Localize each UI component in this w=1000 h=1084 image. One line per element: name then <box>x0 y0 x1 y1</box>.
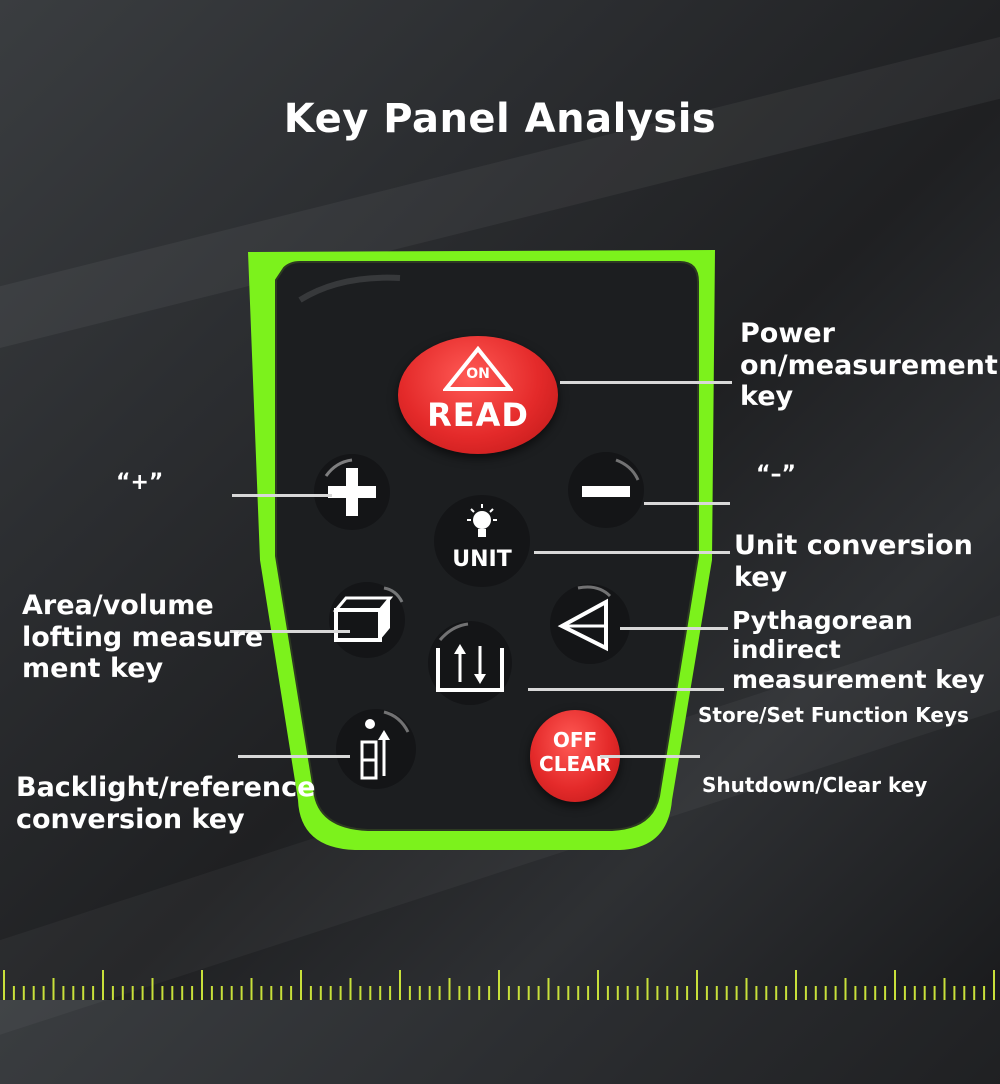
leader-power <box>560 381 732 384</box>
clear-label: CLEAR <box>539 752 611 776</box>
minus-icon[interactable] <box>566 450 646 530</box>
leader-minus <box>644 502 730 505</box>
leader-pythagorean <box>620 627 728 630</box>
leader-shutdown <box>600 755 700 758</box>
read-label: READ <box>427 396 529 434</box>
page-title: Key Panel Analysis <box>283 96 717 142</box>
off-label: OFF <box>552 728 598 752</box>
ruler-scale <box>3 970 995 1000</box>
leader-unit <box>534 551 730 554</box>
backlight-reference-icon[interactable] <box>334 704 418 794</box>
unit-key-label: UNIT <box>452 547 512 572</box>
label-pythagorean: Pythagorean indirect measurement key <box>732 606 985 694</box>
pythagorean-icon[interactable] <box>548 582 632 666</box>
label-unit: Unit conversion key <box>734 530 973 593</box>
label-store: Store/Set Function Keys <box>698 703 969 727</box>
bulb-icon <box>467 504 497 537</box>
leader-store <box>528 688 724 691</box>
label-area: Area/volume lofting measure ment key <box>22 590 264 685</box>
on-label: ON <box>466 366 490 382</box>
label-power: Power on/measurement key <box>740 318 998 413</box>
label-minus: “–” <box>756 462 796 487</box>
on-read-button[interactable]: ON READ <box>398 336 558 454</box>
leader-plus <box>232 494 332 497</box>
store-set-icon[interactable] <box>422 618 518 708</box>
plus-icon[interactable] <box>312 452 392 532</box>
triangle-icon <box>443 346 513 391</box>
leader-backlight <box>238 755 350 758</box>
label-shutdown: Shutdown/Clear key <box>702 773 928 797</box>
label-backlight: Backlight/reference conversion key <box>16 772 316 835</box>
box-icon[interactable] <box>322 580 412 660</box>
unit-button[interactable]: UNIT <box>434 495 530 587</box>
label-plus: “+” <box>116 470 164 495</box>
leader-area <box>230 630 350 633</box>
